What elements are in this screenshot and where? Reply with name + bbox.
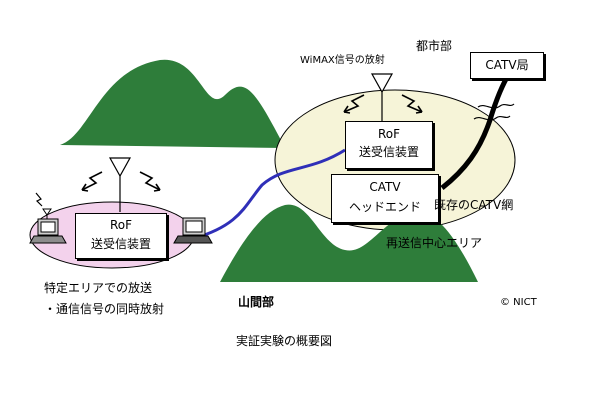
diagram-caption: 実証実験の概要図 (236, 334, 333, 348)
catv-headend-line2: ヘッドエンド (348, 200, 421, 214)
urban-area-label: 都市部 (416, 39, 453, 53)
existing-catv-network-label: 既存のCATV網 (434, 198, 514, 212)
broadcast-label-line1: 特定エリアでの放送 (44, 281, 153, 295)
broadcast-label-line2: ・通信信号の同時放射 (44, 302, 165, 316)
signal-bolt-icon (35, 192, 43, 207)
laptop-icon (29, 208, 67, 244)
signal-bolt-icon (81, 171, 103, 192)
rof-center-line2: 送受信装置 (358, 145, 419, 159)
mountain-area-label: 山間部 (238, 295, 275, 309)
catv-station-label: CATV局 (485, 58, 529, 72)
rof-transceiver-center: RoF 送受信装置 (345, 121, 433, 169)
retransmission-area-label: 再送信中心エリア (386, 236, 483, 250)
mountain-lower (220, 204, 478, 282)
wimax-emission-label: WiMAX信号の放射 (300, 55, 385, 66)
rof-center-line1: RoF (377, 127, 401, 141)
mountain-upper-left (60, 59, 285, 148)
signal-bolt-icon (343, 94, 365, 114)
cable-break-icon (473, 103, 515, 121)
rof-fiber-link (194, 148, 346, 240)
antenna-icon (370, 73, 394, 121)
catv-station-box: CATV局 (470, 52, 544, 79)
rof-left-line2: 送受信装置 (90, 237, 151, 251)
copyright-label: © NICT (500, 297, 537, 308)
rof-transceiver-left: RoF 送受信装置 (75, 213, 167, 259)
rof-left-line1: RoF (109, 218, 133, 232)
signal-bolt-icon (401, 94, 423, 114)
signal-bolt-icon (139, 171, 161, 192)
antenna-icon (108, 157, 132, 212)
catv-headend-box: CATV ヘッドエンド (331, 174, 439, 223)
laptop-icon (173, 217, 213, 244)
catv-headend-line1: CATV (369, 180, 401, 194)
